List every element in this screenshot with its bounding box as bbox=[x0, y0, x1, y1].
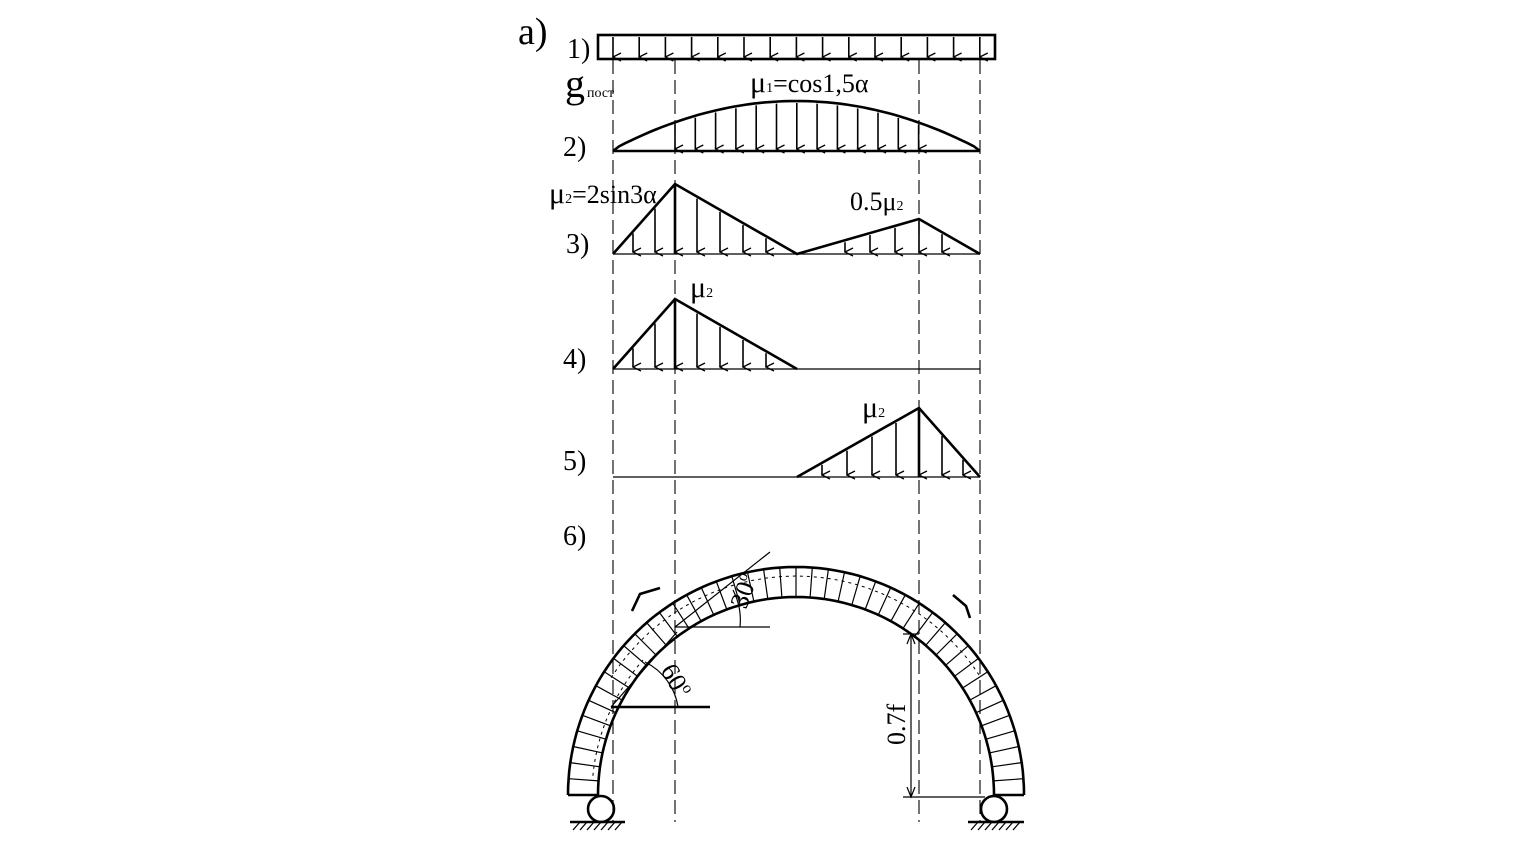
case-labels: 1) 2) 3) 4) 5) 6) bbox=[563, 34, 590, 552]
ground-hatch bbox=[1005, 821, 1014, 831]
arch-hatch-line bbox=[715, 581, 728, 610]
load-arrows-3 bbox=[633, 186, 942, 252]
arch-hatch-line bbox=[634, 633, 657, 656]
arch-texture-inner bbox=[592, 659, 644, 776]
arch-hatch-line bbox=[809, 567, 813, 598]
ground-hatch bbox=[977, 821, 986, 831]
arch-step-right bbox=[952, 594, 972, 619]
angle-30-arc bbox=[732, 589, 741, 628]
arch-hatch-line bbox=[588, 699, 617, 714]
arch-hatch-line bbox=[613, 657, 638, 677]
arch-hatch-line bbox=[962, 671, 989, 689]
arch-hatch-line bbox=[902, 602, 920, 629]
half-mu2-label: 0.5μ2 bbox=[850, 187, 903, 216]
arch-hatch-line bbox=[672, 602, 690, 629]
arch-hatch-line bbox=[864, 581, 877, 610]
arch-hatch-line bbox=[993, 778, 1024, 782]
case-label-1: 1) bbox=[567, 34, 590, 65]
arch-hatch-line bbox=[582, 714, 611, 727]
rise-arrow-top bbox=[906, 632, 916, 645]
load-case-1 bbox=[596, 33, 997, 59]
arch-hatch-line bbox=[570, 762, 601, 768]
arch-hatch-line bbox=[985, 730, 1015, 740]
ground-hatch bbox=[586, 821, 595, 831]
ground-hatch bbox=[572, 821, 581, 831]
mu1-label: μ1=cos1,5α bbox=[750, 66, 869, 99]
ground-hatch bbox=[614, 821, 623, 831]
case-label-5: 5) bbox=[563, 446, 586, 477]
arch-hatch-line bbox=[945, 645, 969, 666]
mu2-case5-label: μ2 bbox=[862, 391, 885, 424]
ground-hatch bbox=[579, 821, 588, 831]
arch-hatch-line bbox=[975, 699, 1004, 714]
rise-arrow-bottom bbox=[906, 786, 916, 799]
arch-hatch-line bbox=[779, 567, 783, 598]
ground-hatch bbox=[1012, 821, 1021, 831]
arch-step-left bbox=[630, 586, 661, 612]
ground-hatch bbox=[607, 821, 616, 831]
arch-hatch-line bbox=[837, 572, 846, 602]
load-arrows-2 bbox=[675, 103, 919, 149]
arch-hatching bbox=[568, 567, 1024, 797]
case-label-6: 6) bbox=[563, 521, 586, 552]
arch-hatch-line bbox=[925, 622, 946, 646]
arch-hatch-line bbox=[991, 762, 1022, 768]
ground-hatch bbox=[970, 821, 979, 831]
arch-hatch-line bbox=[686, 594, 702, 622]
arch-hatch-line bbox=[646, 622, 667, 646]
load-arrows-1 bbox=[613, 37, 980, 57]
arch-hatch-line bbox=[823, 569, 829, 600]
load-case-4 bbox=[612, 297, 980, 369]
arch-hatch-line bbox=[595, 685, 623, 701]
arch-hatch-line bbox=[623, 645, 647, 666]
arch-structure bbox=[566, 551, 1026, 831]
angle-30-ray bbox=[674, 551, 771, 628]
ground-hatch bbox=[600, 821, 609, 831]
arch-hatch-line bbox=[763, 569, 769, 600]
arch-hatch-line bbox=[890, 594, 906, 622]
arch-hatch-line bbox=[577, 730, 607, 740]
load-arrows-5 bbox=[822, 410, 963, 475]
arch-hatch-line bbox=[746, 572, 755, 602]
arch-hatch-line bbox=[568, 778, 599, 782]
rise-dimension-label: 0.7f bbox=[882, 704, 911, 746]
arch-hatch-line bbox=[935, 633, 958, 656]
cosine-load-curve bbox=[612, 99, 981, 153]
arch-texture-outer bbox=[610, 575, 982, 678]
load-case-2 bbox=[612, 99, 981, 153]
ground-hatch bbox=[984, 821, 993, 831]
arch-hatch-line bbox=[877, 587, 892, 616]
right-support bbox=[968, 794, 1024, 831]
mu2-case4-label: μ2 bbox=[690, 271, 713, 304]
ground-hatch bbox=[998, 821, 1007, 831]
arch-hatch-line bbox=[851, 576, 861, 606]
arch-inner-edge bbox=[596, 595, 996, 796]
load-case-3 bbox=[612, 182, 981, 254]
mu2-formula-label: μ2=2sin3α bbox=[549, 177, 657, 210]
arch-hatch-line bbox=[603, 671, 630, 689]
ground-hatch bbox=[593, 821, 602, 831]
arch-hatch-line bbox=[573, 745, 603, 754]
case-label-3: 3) bbox=[566, 229, 589, 260]
load-case-5 bbox=[613, 406, 981, 477]
arch-hatch-line bbox=[989, 745, 1019, 754]
left-support bbox=[570, 794, 625, 831]
ground-hatch bbox=[991, 821, 1000, 831]
arch-hatch-line bbox=[954, 657, 979, 677]
angle-60-ray bbox=[610, 631, 678, 708]
case-label-2: 2) bbox=[563, 132, 586, 163]
panel-label: а) bbox=[518, 11, 548, 53]
arch-hatch-line bbox=[969, 685, 997, 701]
arch-scallop-texture bbox=[592, 575, 982, 776]
load-arrows-4 bbox=[633, 301, 766, 367]
case-label-4: 4) bbox=[563, 344, 586, 375]
arch-hatch-line bbox=[658, 612, 678, 637]
angle-60-arc bbox=[644, 661, 679, 708]
arch-hatch-line bbox=[981, 714, 1010, 727]
arch-hatch-line bbox=[914, 612, 934, 637]
